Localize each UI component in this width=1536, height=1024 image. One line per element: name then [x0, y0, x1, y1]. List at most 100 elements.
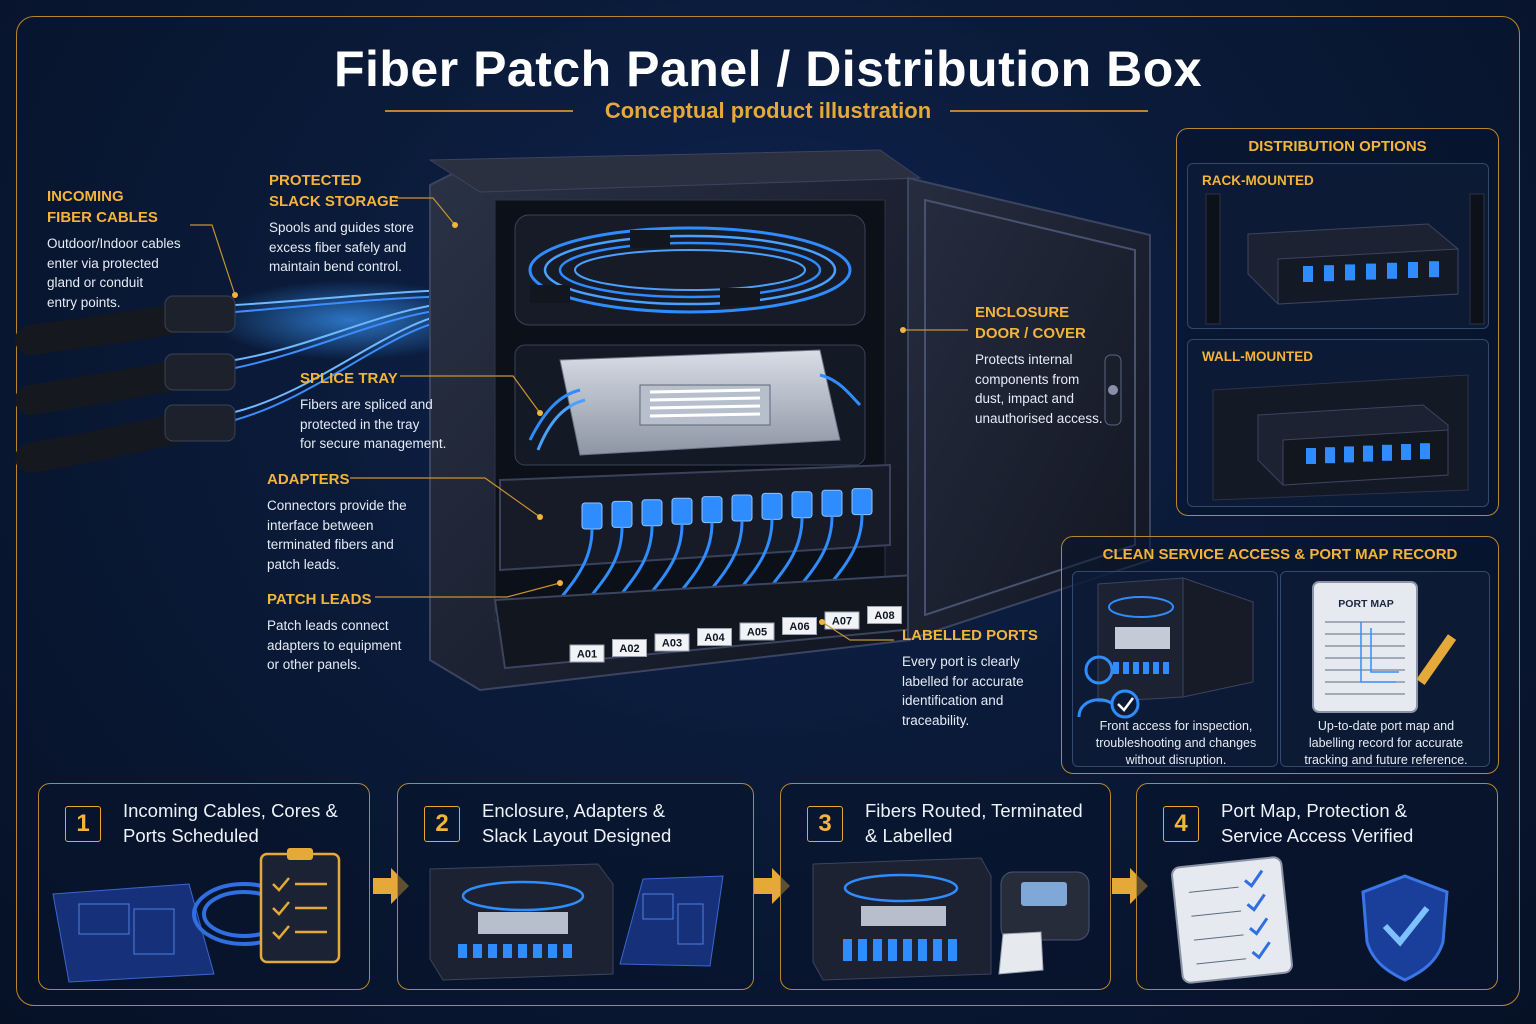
- callout-labelled: LABELLED PORTS Every port is clearly lab…: [902, 625, 1038, 730]
- adapter-port: [611, 500, 633, 528]
- callout-desc: Protects internal components from dust, …: [975, 352, 1103, 426]
- subtitle-rule-left: [385, 110, 573, 112]
- mini-port: [1303, 266, 1313, 282]
- mini-port: [1306, 448, 1316, 464]
- incoming-fiber-strands: [210, 280, 490, 421]
- incoming-cables: [15, 295, 236, 473]
- step-2-illustration: [429, 863, 724, 981]
- step-number: 3: [807, 806, 843, 842]
- step-number: 1: [65, 806, 101, 842]
- mini-port: [1325, 447, 1335, 464]
- port-label-tag: [824, 611, 860, 630]
- adapter-port: [761, 492, 783, 520]
- callout-desc: Patch leads connect adapters to equipmen…: [267, 618, 402, 672]
- callout-desc: Connectors provide the interface between…: [267, 498, 407, 572]
- callout-desc: Outdoor/Indoor cables enter via protecte…: [47, 236, 181, 310]
- mini-port: [1387, 262, 1397, 279]
- port-label: A01: [577, 649, 597, 661]
- port-label: A06: [789, 621, 809, 633]
- port-map-card: PORT MAP Up-to-date port map and labelli…: [1280, 571, 1490, 767]
- distribution-options-panel: DISTRIBUTION OPTIONS RACK-MOUNTED WALL-M…: [1176, 128, 1499, 516]
- service-title: CLEAN SERVICE ACCESS & PORT MAP RECORD: [1102, 546, 1458, 563]
- rack-mounted-label: RACK-MOUNTED: [1202, 173, 1314, 188]
- page-title: Fiber Patch Panel / Distribution Box: [333, 41, 1203, 97]
- callout-desc: Fibers are spliced and protected in the …: [300, 397, 447, 451]
- mini-port: [1429, 261, 1439, 278]
- port-label: A08: [874, 610, 894, 622]
- callout-heading: LABELLED PORTS: [902, 627, 1038, 644]
- step-3-card: 3 Fibers Routed, Terminated & Labelled: [780, 783, 1111, 990]
- wall-mounted-label: WALL-MOUNTED: [1202, 349, 1313, 364]
- port-label: A02: [619, 643, 639, 655]
- port-label-tag: [612, 639, 647, 657]
- step-text: Enclosure, Adapters & Slack Layout Desig…: [482, 800, 672, 846]
- step-text: Incoming Cables, Cores & Ports Scheduled: [123, 800, 338, 846]
- port-label: A05: [747, 627, 767, 639]
- mini-port: [1345, 264, 1355, 281]
- callout-heading: SPLICE TRAY: [300, 370, 398, 387]
- wall-mounted-illustration: [1212, 374, 1469, 501]
- step-text: Port Map, Protection & Service Access Ve…: [1221, 800, 1414, 846]
- adapter-port: [701, 496, 723, 524]
- port-label: A04: [704, 632, 725, 644]
- step-text: Fibers Routed, Terminated & Labelled: [865, 800, 1083, 846]
- step-1-illustration: [52, 848, 341, 983]
- subtitle-rule-right: [950, 110, 1148, 112]
- adapter-port: [641, 499, 663, 527]
- port-map-illustration: [1312, 581, 1457, 713]
- service-access-panel: CLEAN SERVICE ACCESS & PORT MAP RECORD F…: [1061, 536, 1499, 774]
- port-label-tag: [697, 628, 732, 646]
- callout-heading: PROTECTED SLACK STORAGE: [269, 172, 399, 210]
- adapter-port: [851, 488, 873, 516]
- mini-port: [1382, 444, 1392, 461]
- port-map-caption: Up-to-date port map and labelling record…: [1304, 719, 1468, 767]
- mini-port: [1401, 444, 1411, 460]
- outer-frame: [16, 16, 1520, 1006]
- callout-heading: ADAPTERS: [267, 471, 350, 488]
- mini-port: [1324, 265, 1334, 282]
- mini-port: [1344, 446, 1354, 463]
- step-1-card: 1 Incoming Cables, Cores & Ports Schedul…: [38, 783, 370, 990]
- callout-splice: SPLICE TRAY Fibers are spliced and prote…: [300, 368, 446, 454]
- callout-incoming: INCOMING FIBER CABLES Outdoor/Indoor cab…: [47, 186, 181, 312]
- splice-tray: [514, 344, 866, 466]
- port-label-tag: [782, 617, 817, 635]
- callout-adapters: ADAPTERS Connectors provide the interfac…: [267, 469, 407, 574]
- step-4-illustration: [1171, 856, 1449, 984]
- callout-patch: PATCH LEADS Patch leads connect adapters…: [267, 589, 401, 675]
- adapter-port: [581, 502, 603, 530]
- front-access-card: Front access for inspection, troubleshoo…: [1072, 571, 1278, 767]
- mini-port: [1420, 443, 1430, 460]
- step-4-card: 4 Port Map, Protection & Service Access …: [1136, 783, 1498, 990]
- step-3-illustration: [812, 857, 1090, 981]
- rack-mounted-card: RACK-MOUNTED: [1187, 163, 1489, 329]
- callout-heading: ENCLOSURE DOOR / COVER: [975, 304, 1086, 342]
- front-access-illustration: [1077, 577, 1254, 719]
- callout-desc: Spools and guides store excess fiber saf…: [269, 220, 414, 274]
- port-map-label: PORT MAP: [1338, 598, 1394, 610]
- adapter-panel: [499, 463, 891, 572]
- mini-port: [1408, 262, 1418, 278]
- rack-mounted-illustration: [1205, 193, 1485, 325]
- front-access-caption: Front access for inspection, troubleshoo…: [1095, 719, 1257, 767]
- slack-storage: [514, 214, 866, 326]
- callout-heading: PATCH LEADS: [267, 591, 372, 608]
- distribution-title: DISTRIBUTION OPTIONS: [1248, 138, 1427, 155]
- port-label-tag: [867, 606, 902, 624]
- step-number: 4: [1163, 806, 1199, 842]
- leader-lines: [190, 197, 968, 641]
- mini-port: [1366, 263, 1376, 280]
- callout-heading: INCOMING FIBER CABLES: [47, 188, 158, 226]
- step-number: 2: [424, 806, 460, 842]
- callout-slack: PROTECTED SLACK STORAGE Spools and guide…: [269, 170, 414, 277]
- callout-desc: Every port is clearly labelled for accur…: [902, 654, 1024, 728]
- port-label-tag: [739, 622, 775, 641]
- port-label: A03: [662, 638, 682, 650]
- callout-door: ENCLOSURE DOOR / COVER Protects internal…: [975, 302, 1103, 428]
- port-label: A07: [832, 616, 852, 628]
- port-label-tag: [654, 633, 690, 652]
- wall-mounted-card: WALL-MOUNTED: [1187, 339, 1489, 507]
- adapter-port: [791, 491, 813, 519]
- adapter-port: [671, 497, 693, 525]
